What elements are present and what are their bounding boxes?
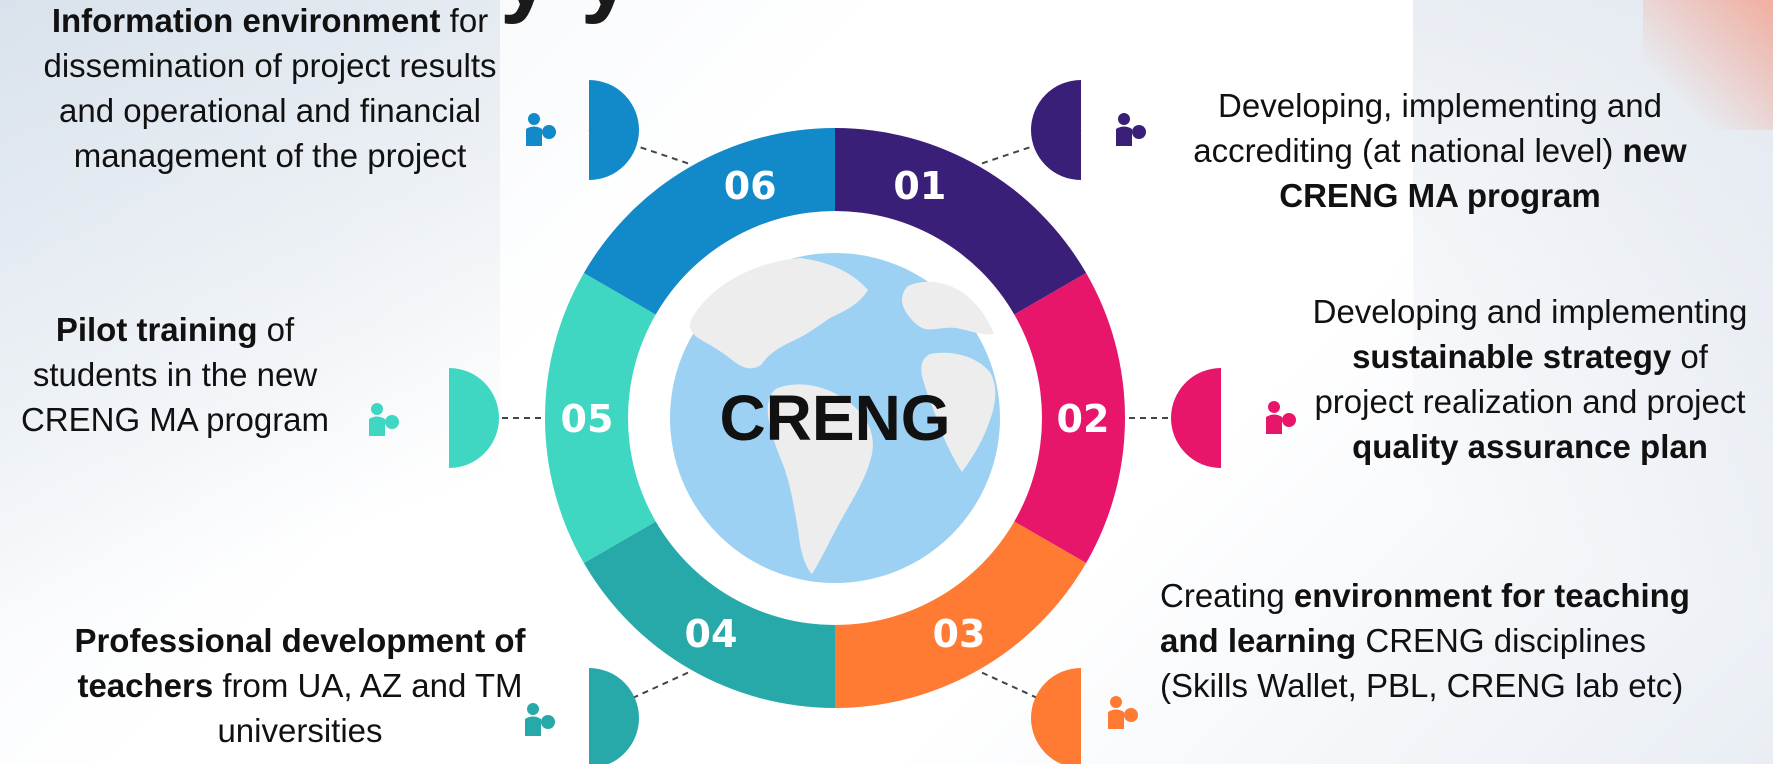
item-02-text: Developing and implementing sustainable … xyxy=(1300,289,1760,469)
segment-03 xyxy=(835,521,1087,708)
item-04-post: from UA, AZ and TM universities xyxy=(213,667,523,749)
item-01-pre: Developing, implementing and accrediting… xyxy=(1193,87,1662,169)
item-04-bold: Professional development of teachers xyxy=(74,622,526,704)
dock-half-disc-05 xyxy=(449,368,499,468)
item-01-bold: new CRENG MA program xyxy=(1279,132,1687,214)
item-02-mid: of project realization and project xyxy=(1314,338,1746,420)
item-04-text: Professional development of teachers fro… xyxy=(50,618,550,753)
dock-half-disc-02 xyxy=(1171,368,1221,468)
item-02-bold2: quality assurance plan xyxy=(1352,428,1708,465)
item-05-bold: Pilot training xyxy=(55,311,258,348)
item-06-post: for dissemination of project results and… xyxy=(43,2,497,174)
globe-continent-europe xyxy=(902,281,994,335)
segment-ring: 01 02 03 04 05 06 xyxy=(545,128,1125,708)
segment-number-02: 02 xyxy=(1057,397,1110,441)
globe-continent-africa xyxy=(921,352,996,472)
title-fragment: y y xyxy=(500,0,634,27)
person-chart-icon xyxy=(1266,401,1296,434)
background-left-shade xyxy=(0,0,500,764)
item-05-text: Pilot training of students in the new CR… xyxy=(10,307,340,442)
item-05-post: of students in the new CRENG MA program xyxy=(20,311,330,438)
person-check-icon xyxy=(1108,696,1138,729)
connectors xyxy=(369,80,1296,764)
item-06-text: Information environment for disseminatio… xyxy=(25,0,515,178)
globe-continent-north-america xyxy=(690,258,868,369)
person-gear-icon xyxy=(1116,113,1146,146)
segment-05 xyxy=(545,273,656,563)
corner-accent xyxy=(1643,0,1773,130)
segment-02 xyxy=(1014,273,1125,563)
segment-number-01: 01 xyxy=(893,164,946,208)
item-03-pre: Creating xyxy=(1160,577,1294,614)
segment-number-03: 03 xyxy=(933,612,986,656)
item-02-bold: sustainable strategy xyxy=(1352,338,1672,375)
dock-half-disc-06 xyxy=(589,80,639,180)
dock-half-disc-03 xyxy=(1031,668,1081,764)
center-label: CRENG xyxy=(719,382,950,454)
dock-half-disc-04 xyxy=(589,668,639,764)
segment-number-05: 05 xyxy=(561,397,614,441)
segment-01 xyxy=(835,128,1087,315)
segment-06 xyxy=(583,128,835,315)
person-question-icon xyxy=(525,703,555,736)
item-03-text: Creating environment for teaching and le… xyxy=(1160,573,1720,708)
segment-number-06: 06 xyxy=(724,164,777,208)
item-06-bold: Information environment xyxy=(51,2,441,39)
item-03-bold: environment for teaching and learning xyxy=(1160,577,1690,659)
globe: CRENG xyxy=(652,235,1018,601)
segment-number-04: 04 xyxy=(685,612,738,656)
item-03-post: CRENG disciplines (Skills Wallet, PBL, C… xyxy=(1160,622,1684,704)
segment-04 xyxy=(583,521,835,708)
dock-half-disc-01 xyxy=(1031,80,1081,180)
globe-continent-south-america xyxy=(767,384,873,574)
item-01-text: Developing, implementing and accrediting… xyxy=(1150,83,1730,218)
person-settings-icon xyxy=(369,403,399,436)
person-idea-icon xyxy=(526,113,556,146)
item-02-pre: Developing and implementing xyxy=(1312,293,1748,330)
